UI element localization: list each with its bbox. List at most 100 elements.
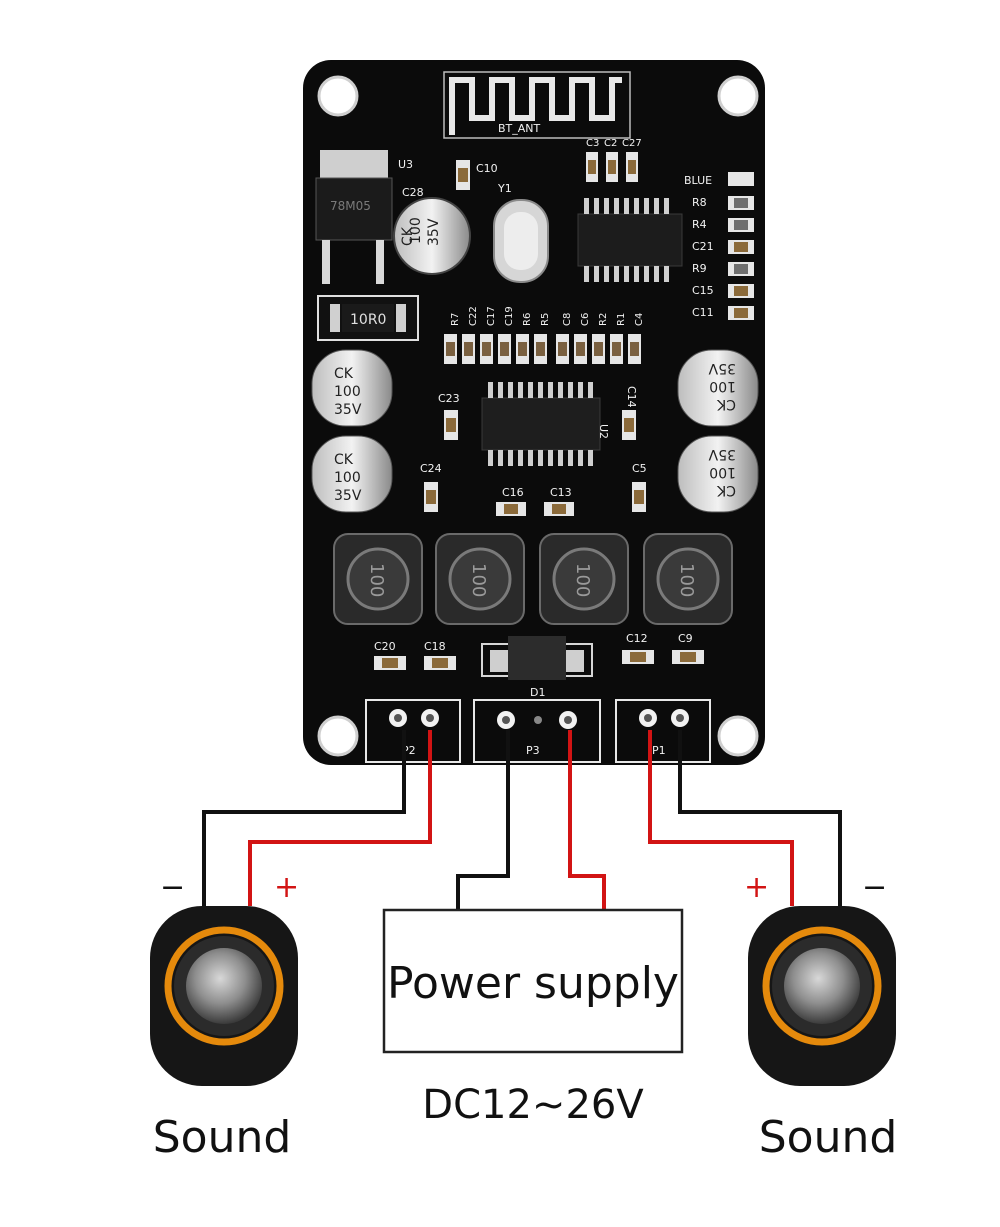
speaker-left: − + Sound bbox=[150, 870, 299, 1163]
inductor: 100 bbox=[435, 533, 525, 625]
speaker-right: + − Sound bbox=[744, 870, 897, 1163]
svg-text:100: 100 bbox=[334, 384, 361, 400]
svg-text:C21: C21 bbox=[692, 240, 714, 253]
mounting-holes bbox=[317, 75, 759, 757]
svg-text:C17: C17 bbox=[486, 306, 497, 326]
capacitor-c28: CK 100 35V bbox=[393, 197, 471, 275]
sound-label-left: Sound bbox=[153, 1112, 292, 1163]
power-supply-label: Power supply bbox=[387, 958, 679, 1009]
mounting-hole bbox=[717, 75, 759, 117]
svg-text:C11: C11 bbox=[692, 306, 714, 319]
speaker-ring bbox=[164, 926, 284, 1046]
svg-text:R4: R4 bbox=[692, 218, 707, 231]
svg-text:C19: C19 bbox=[504, 306, 515, 326]
svg-text:C18: C18 bbox=[424, 640, 446, 653]
wire-right-red bbox=[648, 730, 794, 906]
wire-left-red bbox=[248, 730, 432, 906]
polarity-minus-right: − bbox=[862, 870, 887, 905]
svg-text:CK: CK bbox=[334, 366, 354, 382]
svg-text:100: 100 bbox=[572, 563, 593, 597]
capacitors-left: CK 100 35V CK 100 35V bbox=[311, 349, 393, 513]
svg-text:C28: C28 bbox=[402, 186, 424, 199]
svg-text:C2: C2 bbox=[604, 138, 617, 149]
svg-text:C3: C3 bbox=[586, 138, 599, 149]
wire-power-red bbox=[568, 730, 606, 910]
port-label-p1: P1 bbox=[652, 744, 666, 757]
svg-text:CK: CK bbox=[400, 226, 416, 246]
power-resistor: 10R0 bbox=[317, 295, 419, 341]
polarity-plus-left: + bbox=[274, 870, 299, 905]
capacitor: CK 100 35V bbox=[311, 435, 393, 513]
capacitors-right: CK 100 35V CK 100 35V bbox=[677, 349, 759, 513]
bluetooth-chip bbox=[577, 198, 683, 282]
svg-text:R2: R2 bbox=[598, 313, 609, 326]
svg-text:C16: C16 bbox=[502, 486, 524, 499]
mounting-hole bbox=[317, 715, 359, 757]
svg-text:CK: CK bbox=[334, 452, 354, 468]
led-label: BLUE bbox=[684, 174, 712, 187]
smd-components-middle: R7 C22 C17 C19 R6 R5 C8 C6 R2 R1 C4 bbox=[444, 306, 645, 364]
antenna-label: BT_ANT bbox=[498, 122, 541, 135]
svg-text:C22: C22 bbox=[468, 306, 479, 326]
svg-text:R1: R1 bbox=[616, 313, 627, 326]
smd-components-top: C3 C2 C27 C10 C28 bbox=[402, 138, 642, 199]
chip-label: U2 bbox=[597, 424, 610, 439]
port-label-p3: P3 bbox=[526, 744, 540, 757]
speaker-cone bbox=[186, 948, 262, 1024]
capacitor: CK 100 35V bbox=[677, 435, 759, 513]
capacitor: CK 100 35V bbox=[311, 349, 393, 427]
power-supply: Power supply DC12~26V bbox=[382, 908, 684, 1128]
mounting-hole bbox=[717, 715, 759, 757]
svg-text:35V: 35V bbox=[708, 446, 736, 462]
svg-text:CK: CK bbox=[716, 482, 736, 498]
svg-text:100: 100 bbox=[408, 217, 424, 244]
svg-text:35V: 35V bbox=[426, 218, 442, 246]
capacitor: CK 100 35V bbox=[677, 349, 759, 427]
resistor-marking: 10R0 bbox=[350, 312, 386, 328]
svg-text:100: 100 bbox=[366, 563, 387, 597]
svg-text:100: 100 bbox=[709, 464, 736, 480]
svg-text:100: 100 bbox=[709, 378, 736, 394]
svg-text:R7: R7 bbox=[450, 313, 461, 326]
smd-components-amp: C23 C14 C24 C5 C16 C13 bbox=[420, 386, 647, 516]
inductors: 100 100 100 100 bbox=[333, 533, 733, 625]
wires bbox=[202, 730, 842, 910]
svg-text:100: 100 bbox=[468, 563, 489, 597]
terminal-p3: P3 bbox=[473, 699, 601, 763]
svg-text:C4: C4 bbox=[634, 313, 645, 326]
mounting-hole bbox=[317, 75, 359, 117]
polarity-plus-right: + bbox=[744, 870, 769, 905]
svg-text:CK: CK bbox=[716, 396, 736, 412]
svg-text:R5: R5 bbox=[540, 313, 551, 326]
svg-text:R6: R6 bbox=[522, 313, 533, 326]
speaker-ring bbox=[762, 926, 882, 1046]
sound-label-right: Sound bbox=[759, 1112, 898, 1163]
svg-text:C6: C6 bbox=[580, 313, 591, 326]
speaker-cone bbox=[784, 948, 860, 1024]
svg-text:C9: C9 bbox=[678, 632, 693, 645]
svg-text:R8: R8 bbox=[692, 196, 707, 209]
svg-text:C13: C13 bbox=[550, 486, 572, 499]
svg-text:C14: C14 bbox=[625, 386, 638, 408]
wire-power-black bbox=[456, 730, 510, 910]
svg-text:C5: C5 bbox=[632, 462, 647, 475]
amplifier-chip: U2 bbox=[481, 382, 610, 466]
smd-components-bottom: C20 C18 C12 C9 D1 bbox=[374, 632, 704, 699]
svg-text:C27: C27 bbox=[622, 138, 642, 149]
wire-right-black bbox=[678, 730, 842, 906]
inductor: 100 bbox=[643, 533, 733, 625]
voltage-label: DC12~26V bbox=[422, 1082, 644, 1128]
regulator-label: U3 bbox=[398, 158, 413, 171]
polarity-minus-left: − bbox=[160, 870, 185, 905]
amplifier-board: BT_ANT 78M05 U3 10R0 CK 100 35V bbox=[303, 60, 765, 765]
svg-text:35V: 35V bbox=[334, 488, 362, 504]
wire-left-black bbox=[202, 730, 406, 906]
svg-text:C20: C20 bbox=[374, 640, 396, 653]
bluetooth-antenna: BT_ANT bbox=[443, 71, 631, 139]
inductor: 100 bbox=[539, 533, 629, 625]
crystal-oscillator: Y1 bbox=[493, 182, 549, 283]
smd-components-right: BLUE R8 R4 C21 R9 C15 C11 bbox=[684, 172, 754, 320]
svg-text:100: 100 bbox=[676, 563, 697, 597]
terminal-p1: P1 bbox=[615, 699, 711, 763]
